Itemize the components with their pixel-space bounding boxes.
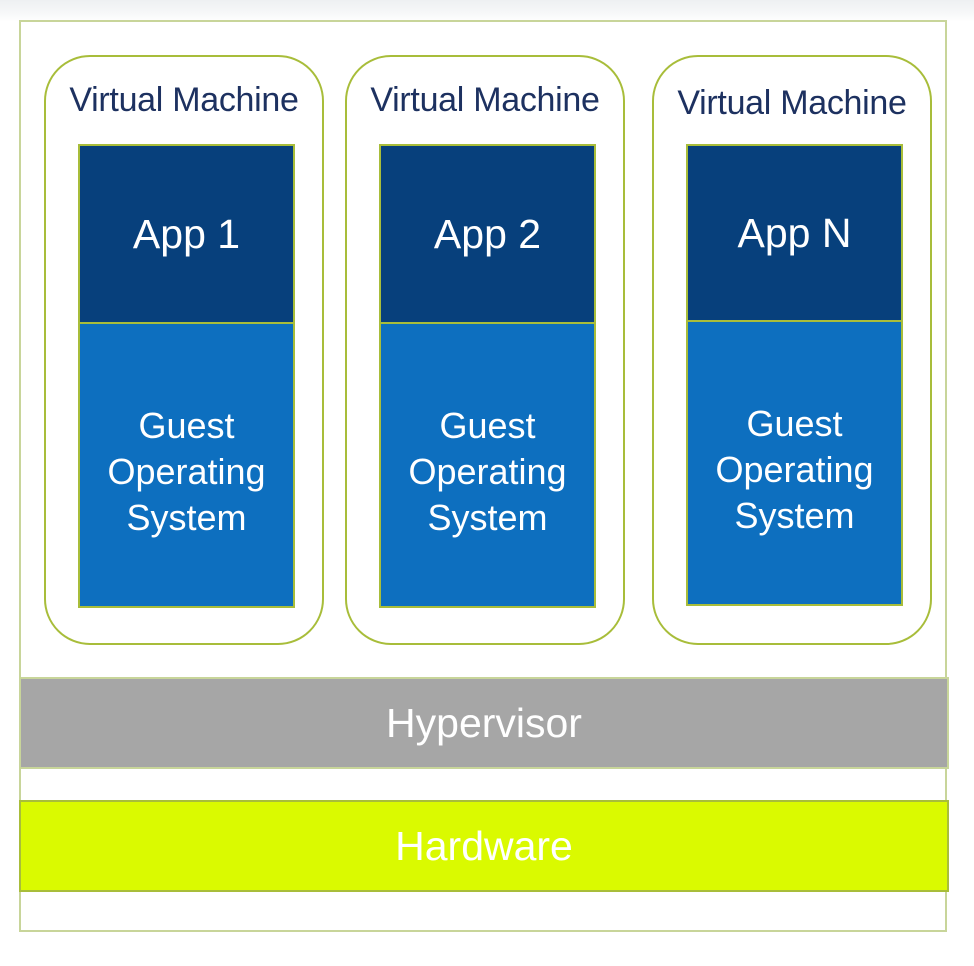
app-1-block: App 1 — [78, 144, 295, 324]
guest-os-2-line-3: System — [427, 497, 548, 538]
app-2-block: App 2 — [379, 144, 596, 324]
vm-3-title: Virtual Machine — [677, 84, 907, 122]
vm-1-title: Virtual Machine — [69, 81, 299, 119]
hardware-layer: Hardware — [19, 800, 949, 892]
virtual-machine-3: Virtual Machine App N Guest Operating Sy… — [652, 55, 932, 645]
virtual-machine-1: Virtual Machine App 1 Guest Operating Sy… — [44, 55, 324, 645]
guest-os-3-block: Guest Operating System — [686, 322, 903, 606]
app-n-block: App N — [686, 144, 903, 322]
guest-os-2-block: Guest Operating System — [379, 324, 596, 608]
guest-os-1-line-1: Guest — [138, 405, 235, 446]
virtual-machine-2: Virtual Machine App 2 Guest Operating Sy… — [345, 55, 625, 645]
guest-os-3-line-1: Guest — [746, 403, 843, 444]
vm-2-title: Virtual Machine — [370, 81, 600, 119]
guest-os-3-line-3: System — [734, 495, 855, 536]
guest-os-1-block: Guest Operating System — [78, 324, 295, 608]
guest-os-1-line-2: Operating — [107, 451, 266, 492]
hypervisor-layer: Hypervisor — [19, 677, 949, 769]
guest-os-1-line-3: System — [126, 497, 247, 538]
guest-os-2-line-2: Operating — [408, 451, 567, 492]
guest-os-2-line-1: Guest — [439, 405, 536, 446]
guest-os-3-line-2: Operating — [715, 449, 874, 490]
